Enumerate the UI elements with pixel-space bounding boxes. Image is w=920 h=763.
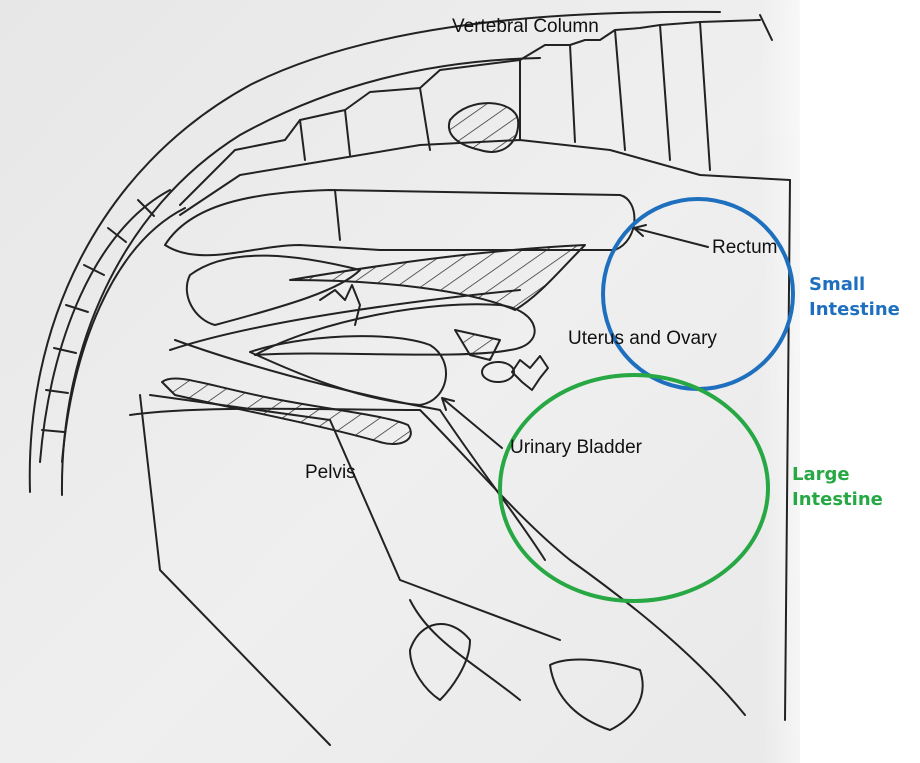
label-uterus-ovary: Uterus and Ovary [568,328,717,350]
bladder-pointer-line [442,398,502,448]
lower-lobe-right [550,660,643,730]
legend-large-intestine: Large Intestine [792,462,883,512]
tail-band-outer [40,190,170,462]
legend-large-intestine-line2: Intestine [792,487,883,512]
fimbria [512,356,548,390]
label-urinary-bladder: Urinary Bladder [510,437,642,459]
label-pelvis: Pelvis [305,462,356,484]
abdominal-wall [130,409,745,715]
lower-body-line [410,600,520,700]
legend-small-intestine-line1: Small [809,272,900,297]
hatched-vertebral-body [449,103,518,152]
ovary [482,362,514,382]
urethra-line [175,340,545,560]
large-intestine-circle [500,375,768,601]
legend-small-intestine: Small Intestine [809,272,900,322]
label-vertebral-column: Vertebral Column [452,16,599,38]
top-right-edge [760,15,772,40]
hatched-ligament [290,245,585,310]
legend-large-intestine-line1: Large [792,462,883,487]
label-rectum: Rectum [712,237,777,259]
legend-small-intestine-line2: Intestine [809,297,900,322]
rectum-pointer-line [634,228,708,247]
hatched-mesovarium [455,330,500,360]
pelvis-outline [140,395,330,745]
lower-lobe-left [410,624,470,700]
rectum-segment-line [335,190,340,240]
urinary-bladder [250,336,446,405]
small-intestine-circle [603,199,793,389]
hatched-pelvic-bone [162,378,411,444]
